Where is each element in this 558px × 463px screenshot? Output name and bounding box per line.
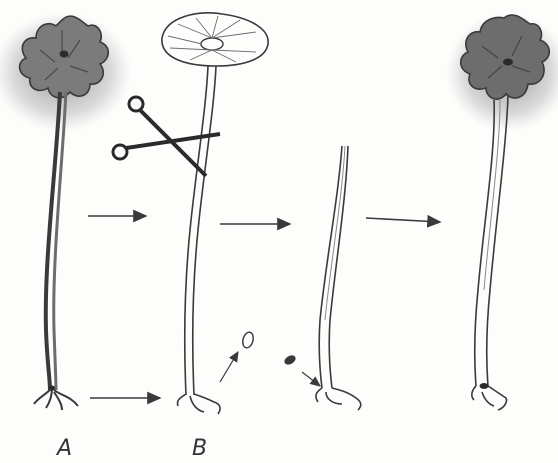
label-a: A: [57, 436, 72, 461]
plant-d-rhizoid: [472, 386, 507, 410]
plant-a-stalk: [46, 92, 60, 390]
arrow-icon: [366, 218, 440, 222]
plant-c: [283, 146, 361, 410]
plant-d-stalk: [475, 100, 495, 386]
plant-c-rhizoid: [316, 388, 361, 410]
plant-d-nucleus-icon: [503, 59, 513, 66]
plant-c-nucleus-icon: [283, 354, 297, 367]
plant-b: [113, 13, 268, 414]
plant-c-stalk: [319, 146, 342, 388]
plant-a-base-nucleus-icon: [49, 386, 55, 391]
plant-d-base-nucleus-icon: [480, 383, 489, 389]
plant-b-rhizoid: [177, 394, 220, 414]
removed-nucleus: [220, 331, 255, 382]
plant-b-cap-center: [201, 38, 223, 50]
plant-a-nucleus-icon: [60, 51, 69, 58]
plant-d: [446, 12, 558, 410]
label-b: B: [192, 436, 207, 461]
plant-b-stalk: [185, 66, 208, 395]
plant-a: [0, 12, 132, 410]
removed-nucleus-icon: [241, 331, 255, 349]
plant-a-rhizoid: [34, 388, 78, 410]
